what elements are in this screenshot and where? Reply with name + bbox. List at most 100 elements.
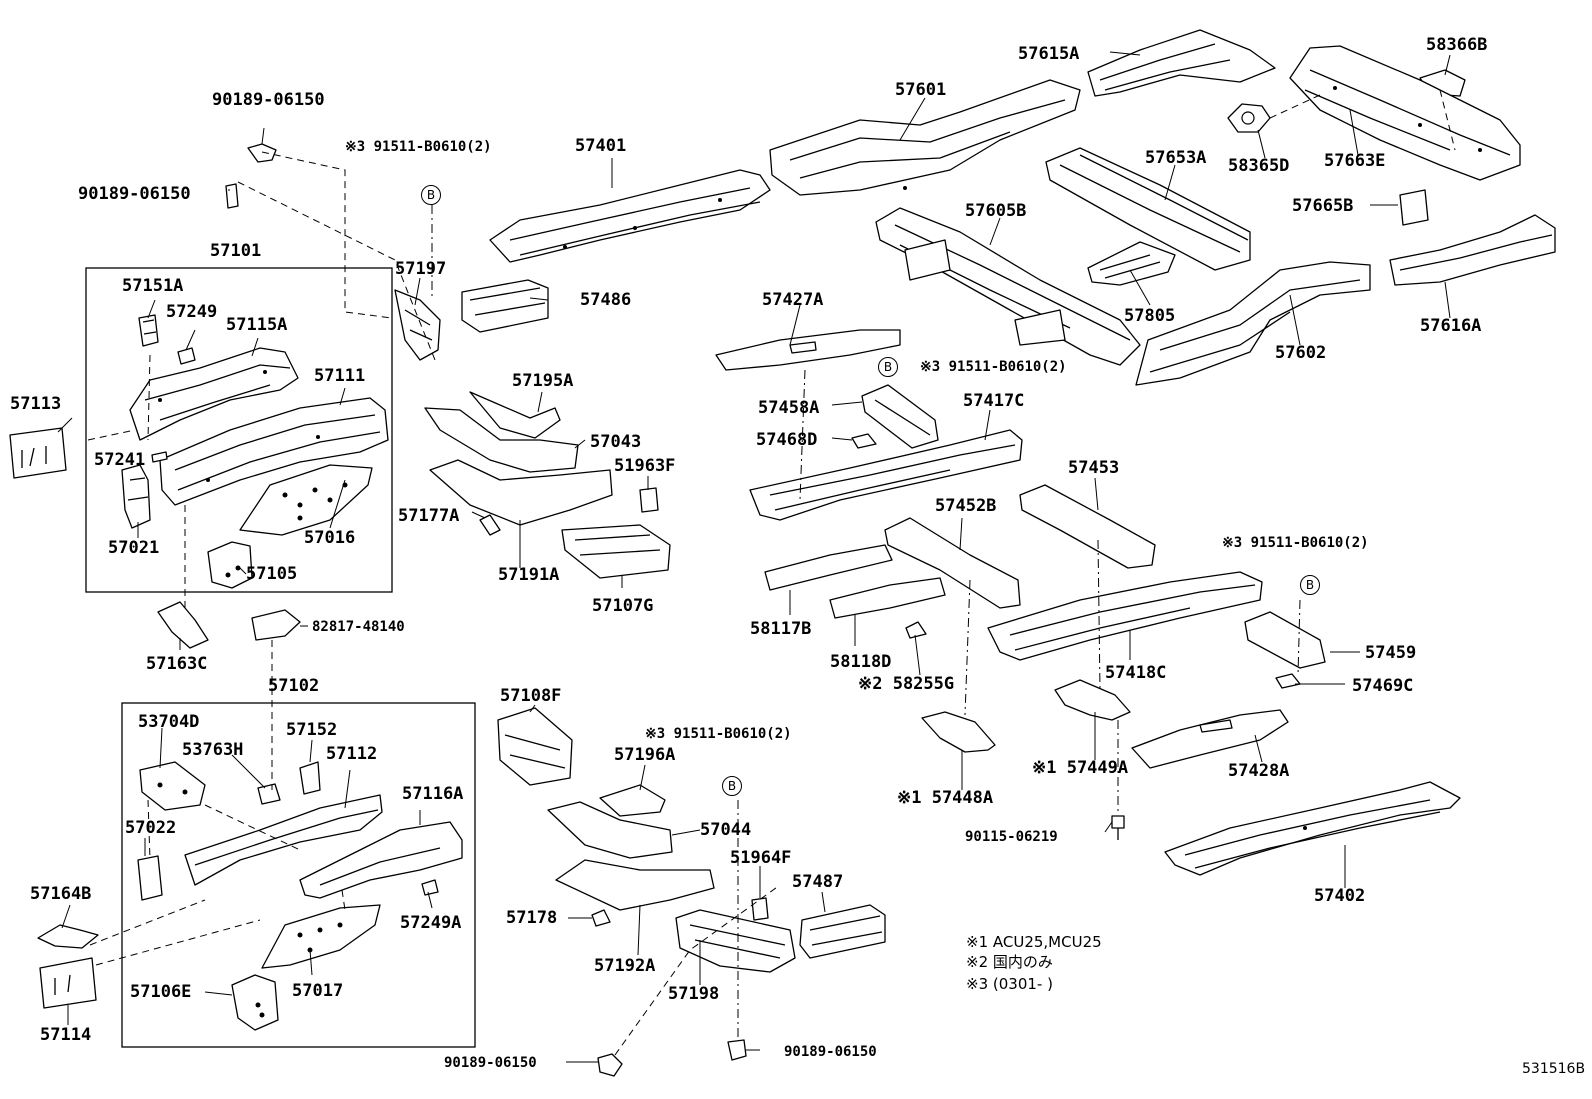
- part-57449A[interactable]: [1054, 679, 1131, 721]
- part-57249A[interactable]: [421, 879, 439, 896]
- part-57653A[interactable]: [1045, 147, 1251, 271]
- part-57113[interactable]: [9, 427, 67, 479]
- part-57152[interactable]: [299, 761, 321, 795]
- label-57452B: 57452B: [935, 496, 997, 516]
- part-58118D[interactable]: [829, 577, 946, 619]
- part-57428A[interactable]: [1131, 709, 1289, 769]
- part-57043[interactable]: [424, 407, 579, 473]
- part-57163C[interactable]: [157, 601, 209, 649]
- part-57111[interactable]: [159, 397, 389, 506]
- part-57469C[interactable]: [1275, 673, 1301, 689]
- assembly-dashed-lines: [87, 89, 1456, 1056]
- part-57458A[interactable]: [861, 384, 939, 449]
- part-57164B[interactable]: [37, 924, 99, 949]
- part-57417C[interactable]: [749, 429, 1023, 521]
- part-57602[interactable]: [1135, 261, 1371, 386]
- label-57108F: 57108F: [500, 686, 562, 706]
- part-57017[interactable]: [261, 904, 381, 969]
- part-57616A[interactable]: [1389, 214, 1556, 286]
- part-57241[interactable]: [151, 451, 168, 463]
- clip-90189-06150-bottom-right[interactable]: [727, 1039, 747, 1061]
- part-53763H[interactable]: [257, 783, 281, 805]
- part-58117B[interactable]: [764, 544, 893, 591]
- label-57116A: 57116A: [402, 784, 464, 804]
- label-90189-06150-bottom-right: 90189-06150: [784, 1044, 877, 1060]
- part-51964F[interactable]: [751, 897, 769, 921]
- part-57487[interactable]: [799, 904, 886, 959]
- part-57198[interactable]: [675, 909, 796, 973]
- label-57195A: 57195A: [512, 371, 574, 391]
- part-57106E[interactable]: [231, 974, 279, 1031]
- part-57249[interactable]: [177, 347, 196, 365]
- part-57016[interactable]: [239, 464, 373, 536]
- part-57196A[interactable]: [599, 784, 666, 817]
- label-57111: 57111: [314, 366, 366, 386]
- label-57459: 57459: [1365, 643, 1417, 663]
- label-57043: 57043: [590, 432, 642, 452]
- part-57615A[interactable]: [1087, 29, 1276, 97]
- part-57452B[interactable]: [884, 517, 1021, 609]
- part-57805[interactable]: [1087, 241, 1176, 286]
- label-57241: 57241: [94, 450, 146, 470]
- part-57021[interactable]: [121, 464, 151, 529]
- part-57601[interactable]: [769, 79, 1081, 196]
- label-57115A: 57115A: [226, 315, 288, 335]
- part-57044[interactable]: [547, 801, 673, 859]
- label-57418C: 57418C: [1105, 663, 1167, 683]
- part-58365D[interactable]: [1227, 103, 1271, 133]
- part-57192A[interactable]: [555, 859, 715, 911]
- part-57486[interactable]: [461, 279, 549, 333]
- part-57468D[interactable]: [851, 433, 877, 449]
- label-57605B: 57605B: [965, 201, 1027, 221]
- clip-90189-06150-top[interactable]: [247, 143, 277, 163]
- label-57249: 57249: [166, 302, 218, 322]
- part-57197[interactable]: [394, 289, 441, 361]
- part-57112[interactable]: [184, 794, 383, 886]
- part-57665B[interactable]: [1399, 189, 1429, 226]
- part-57459[interactable]: [1244, 611, 1326, 669]
- label-57178: 57178: [506, 908, 558, 928]
- part-57108F[interactable]: [497, 707, 573, 786]
- label-57448A: ※1 57448A: [897, 788, 994, 808]
- label-57449A: ※1 57449A: [1032, 758, 1129, 778]
- part-82817-48140[interactable]: [251, 609, 301, 641]
- label-58117B: 58117B: [750, 619, 812, 639]
- label-57106E: 57106E: [130, 982, 192, 1002]
- label-57191A: 57191A: [498, 565, 560, 585]
- part-57605B[interactable]: [875, 207, 1141, 366]
- part-57107G[interactable]: [561, 524, 671, 579]
- part-57191A[interactable]: [429, 459, 613, 526]
- clip-90189-06150-bottom-left[interactable]: [597, 1053, 623, 1077]
- part-57418C[interactable]: [987, 571, 1263, 661]
- part-57105[interactable]: [207, 541, 253, 589]
- label-91511-b0610-right: ※3 91511-B0610(2): [1222, 535, 1369, 551]
- part-57116A[interactable]: [299, 821, 463, 899]
- part-57663E[interactable]: [1289, 45, 1521, 181]
- screw-90115-06219[interactable]: [1111, 815, 1125, 840]
- clip-90189-06150-left[interactable]: [225, 183, 239, 209]
- part-57448A[interactable]: [921, 711, 996, 753]
- part-57177A[interactable]: [479, 514, 501, 536]
- label-57016: 57016: [304, 528, 356, 548]
- label-57114: 57114: [40, 1025, 92, 1045]
- label-57402: 57402: [1314, 886, 1366, 906]
- part-51963F[interactable]: [639, 487, 659, 513]
- label-57177A: 57177A: [398, 506, 460, 526]
- part-57114[interactable]: [39, 957, 97, 1009]
- part-57178[interactable]: [591, 909, 611, 927]
- part-57453[interactable]: [1019, 484, 1156, 569]
- label-57616A: 57616A: [1420, 316, 1482, 336]
- part-57022[interactable]: [137, 855, 163, 901]
- label-57486: 57486: [580, 290, 632, 310]
- leader-lines: [57, 51, 1451, 1063]
- part-57115A[interactable]: [129, 347, 299, 441]
- part-58255G[interactable]: [905, 621, 927, 639]
- label-57017: 57017: [292, 981, 344, 1001]
- part-57195A[interactable]: [469, 391, 561, 439]
- part-53704D[interactable]: [139, 761, 206, 811]
- label-57192A: 57192A: [594, 956, 656, 976]
- part-57402[interactable]: [1164, 781, 1461, 876]
- part-57427A[interactable]: [715, 329, 901, 371]
- part-57151A[interactable]: [138, 314, 159, 347]
- part-57401[interactable]: [489, 169, 771, 263]
